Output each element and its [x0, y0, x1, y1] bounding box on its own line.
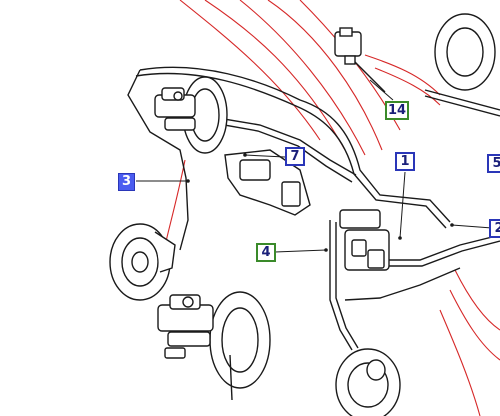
- callout-2[interactable]: 2: [489, 219, 500, 238]
- brake-disc-right: [335, 348, 401, 416]
- callout-7[interactable]: 7: [285, 147, 305, 166]
- leader-dots: [186, 153, 454, 252]
- callout-14[interactable]: 14: [385, 101, 409, 120]
- valve-housing: [224, 149, 311, 216]
- brake-disc-left: [109, 223, 176, 301]
- brake-booster-top: [154, 76, 228, 154]
- brake-booster-right: [424, 13, 500, 117]
- callout-5[interactable]: 5: [487, 154, 500, 173]
- bracket-component: [334, 27, 386, 93]
- callout-3[interactable]: 3: [118, 173, 135, 191]
- callout-leaders: [136, 79, 493, 253]
- callout-1[interactable]: 1: [395, 152, 415, 171]
- callout-4[interactable]: 4: [256, 243, 276, 262]
- abs-modulator: [339, 209, 390, 271]
- brake-booster-bottom: [157, 291, 271, 401]
- brake-pipe-harness: [127, 66, 500, 351]
